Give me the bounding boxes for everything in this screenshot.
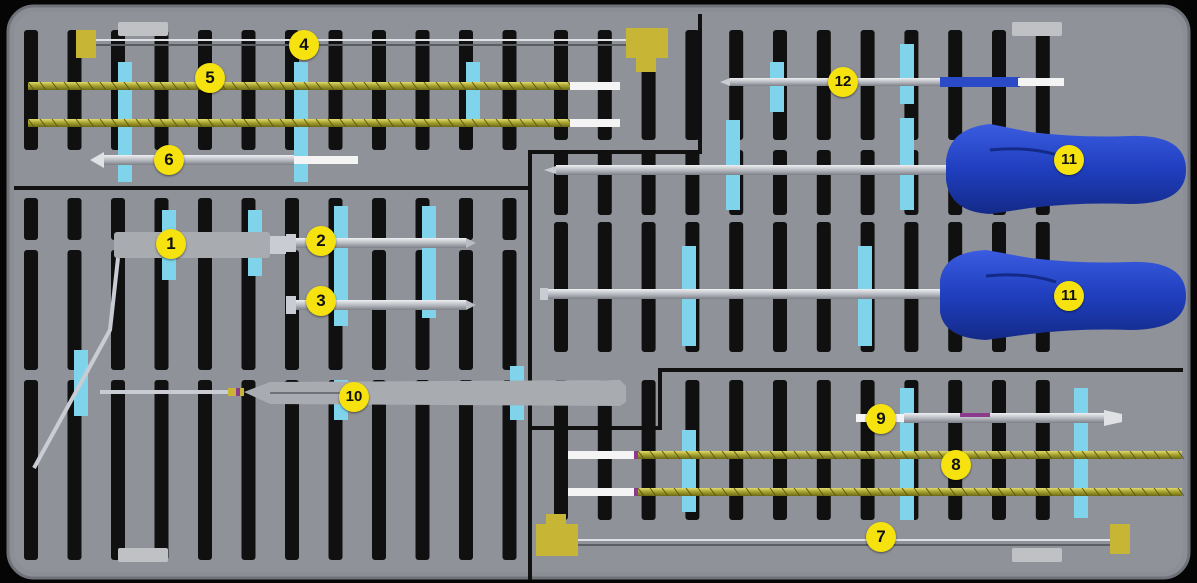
tap-2: [286, 234, 476, 252]
tray-slot: [816, 380, 831, 520]
tray-slot: [372, 198, 386, 240]
tray-slot: [773, 150, 787, 215]
tray-slot: [554, 222, 568, 352]
callout-9: 9: [866, 404, 896, 434]
tray-slot: [597, 150, 612, 215]
drill-bits-right: [568, 450, 1185, 497]
tray-slot: [502, 198, 517, 240]
tray-slot: [24, 250, 38, 370]
tray-slot: [285, 380, 299, 560]
tap-3: [286, 296, 476, 314]
tray-slot: [154, 380, 169, 560]
tray-feet: [118, 22, 1062, 562]
tray-clip: [466, 62, 480, 122]
tray-slot: [597, 380, 612, 520]
tray-clip: [900, 118, 914, 210]
tray-slot: [597, 222, 612, 352]
tray-clip: [334, 206, 348, 326]
tray-slot: [198, 250, 212, 370]
callout-11-upper: 11: [1054, 145, 1084, 175]
tray-slot: [198, 198, 212, 240]
drill-bits-left: [27, 81, 620, 128]
callout-12: 12: [828, 67, 858, 97]
drill-bit: [568, 487, 1185, 497]
tray-slot: [67, 198, 82, 240]
tray-slot: [241, 380, 256, 560]
tray-clip: [682, 430, 696, 512]
driver-shaft: [720, 77, 1064, 87]
tray-slot: [24, 198, 38, 240]
tray-slot: [459, 198, 473, 240]
tray-slot: [502, 380, 517, 560]
tray-slot: [24, 380, 38, 560]
tray-slot: [415, 380, 430, 560]
callout-2: 2: [306, 226, 336, 256]
tray-slot: [773, 380, 787, 520]
tray-slot: [816, 222, 831, 352]
callout-3: 3: [306, 286, 336, 316]
tray-slot: [554, 150, 568, 215]
tray-slot: [111, 198, 125, 240]
tray-slot: [685, 150, 700, 215]
tray-slot: [111, 380, 125, 560]
tray-clip: [770, 62, 784, 112]
tray-clip: [422, 206, 436, 318]
tray-slot: [641, 222, 656, 352]
tray-slot: [816, 150, 831, 215]
tray-slot: [241, 250, 256, 370]
tray-slot: [729, 222, 744, 352]
callout-8: 8: [941, 450, 971, 480]
callout-1: 1: [156, 229, 186, 259]
callout-5: 5: [195, 63, 225, 93]
callout-10: 10: [339, 382, 369, 412]
drill-bit: [27, 81, 620, 91]
depth-gauge: [90, 152, 358, 168]
tray-slot: [904, 222, 919, 352]
tray-slot: [773, 222, 787, 352]
callout-11-lower: 11: [1054, 281, 1084, 311]
tray-slot: [459, 380, 473, 560]
tray-slot: [328, 380, 343, 560]
tray-clip: [900, 44, 914, 104]
guide-wire-top: [76, 28, 668, 72]
tray-slot: [729, 380, 744, 520]
tray-slot: [554, 380, 568, 520]
drill-bit: [27, 118, 620, 128]
guide-wire-bottom: [536, 514, 1130, 556]
tray-slot: [1035, 380, 1050, 520]
tray-slot: [372, 380, 386, 560]
tray-slot: [860, 150, 875, 215]
drill-bit: [568, 450, 1185, 460]
tray-slot: [198, 380, 212, 560]
tray-slot: [641, 380, 656, 520]
tray-slot: [685, 30, 700, 140]
callout-7: 7: [866, 522, 896, 552]
tray-slot: [67, 380, 82, 560]
callout-6: 6: [154, 145, 184, 175]
tray-slot: [285, 198, 299, 240]
tray-slot: [502, 250, 517, 370]
callout-4: 4: [289, 30, 319, 60]
tray-slot: [641, 150, 656, 215]
tray-slot: [860, 380, 875, 520]
tray-slot: [992, 380, 1006, 520]
tray-slot: [67, 250, 82, 370]
guide-sleeve: [32, 232, 286, 469]
